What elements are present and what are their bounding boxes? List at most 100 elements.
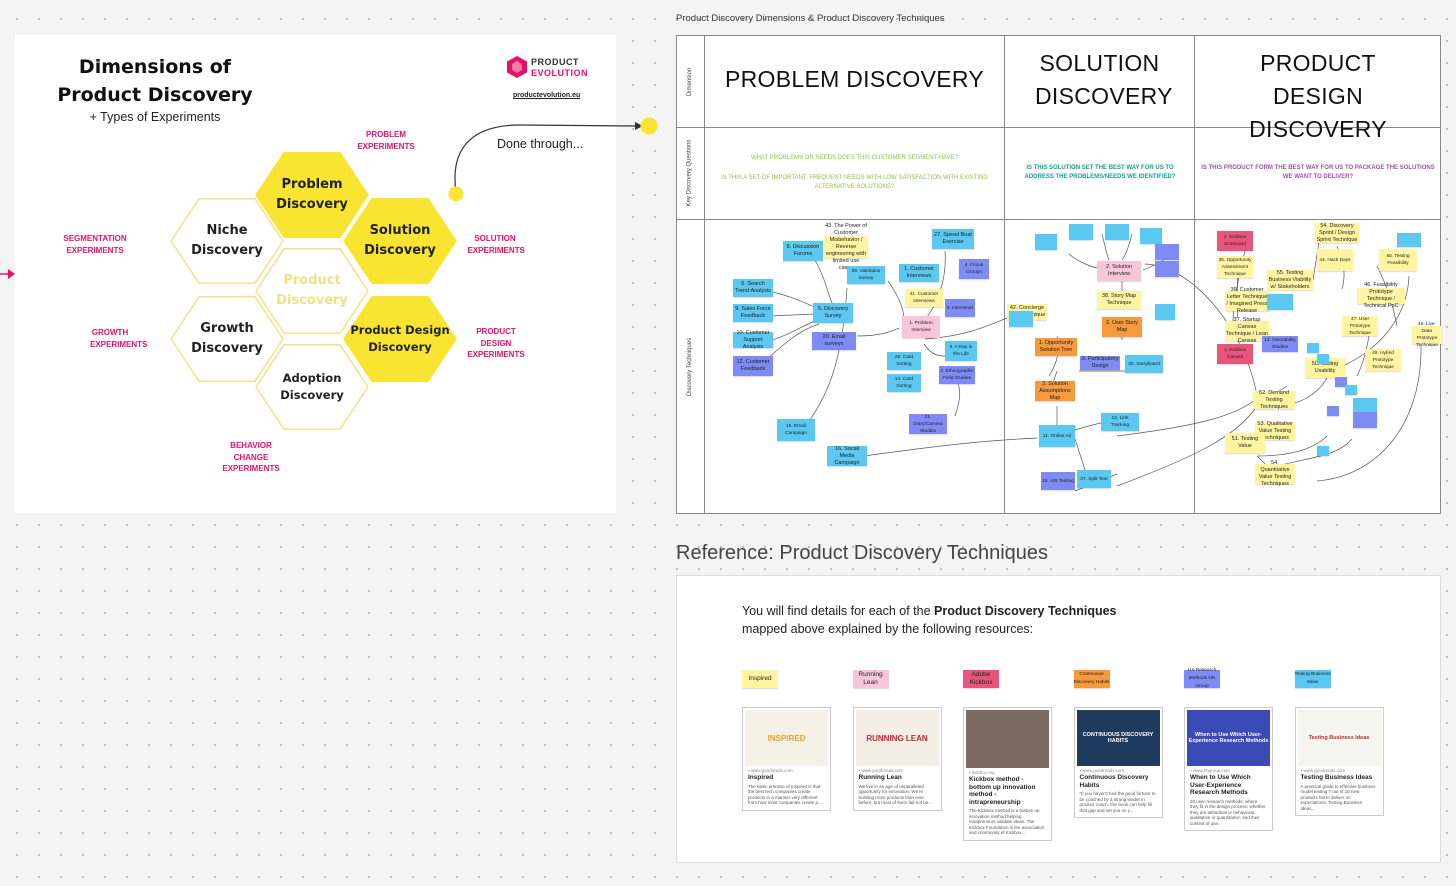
technique-sticky[interactable]: 41. Customer Interviews	[905, 289, 943, 307]
blank-sticky[interactable]	[1155, 244, 1179, 260]
technique-sticky[interactable]: 27. Speed Boat Exercise	[932, 229, 974, 249]
blank-sticky[interactable]	[1307, 343, 1319, 353]
technique-sticky[interactable]: 1. Problem Interview	[902, 316, 940, 338]
technique-sticky[interactable]: 6. Search Trend Analysis	[733, 279, 773, 297]
resource-tag-running-lean[interactable]: Running Lean	[852, 670, 889, 688]
resource-description: 20 user-research methods: where they fit…	[1190, 798, 1266, 826]
blank-sticky[interactable]	[1035, 234, 1057, 250]
technique-sticky[interactable]: 4. A Day in the Life	[945, 341, 977, 361]
blank-sticky[interactable]	[1069, 224, 1093, 240]
hexagon-growth-discovery[interactable]	[170, 296, 284, 382]
technique-sticky[interactable]: 8. Discussion Forums	[783, 241, 823, 261]
technique-sticky[interactable]: 54. Quantitative Value Testing Technique…	[1255, 460, 1295, 487]
blank-sticky[interactable]	[1155, 261, 1179, 277]
resource-link-ux-research-methods[interactable]: When to Use Which User-Experience Resear…	[1184, 707, 1273, 831]
technique-sticky[interactable]: 15. Email Campaign	[777, 419, 815, 441]
technique-sticky[interactable]: 20. Email surveys	[812, 332, 856, 350]
label-segmentation-experiments: SEGMENTATION EXPERIMENTS	[63, 234, 127, 255]
technique-sticky[interactable]: 53. Qualitative Value Testing Techniques	[1255, 421, 1295, 441]
reference-card[interactable]: You will find details for each of the Pr…	[676, 575, 1441, 863]
technique-sticky[interactable]: 13. Desirability Studies	[1262, 336, 1298, 352]
technique-sticky[interactable]: 51. Testing Value	[1225, 433, 1265, 453]
technique-sticky[interactable]: 2. Solution Interview	[1097, 261, 1141, 281]
technique-sticky[interactable]: 38. Story Map Technique	[1097, 291, 1141, 309]
technique-sticky[interactable]: 37. Split Test	[1077, 470, 1111, 488]
technique-sticky[interactable]: 1. Customer Interviews	[899, 264, 939, 282]
logo-url-link[interactable]: productevolution.eu	[513, 92, 581, 99]
technique-sticky[interactable]: 52. Demand Testing Techniques	[1253, 390, 1295, 410]
resource-tag-testing-business-ideas[interactable]: Testing Business Ideas	[1294, 670, 1331, 688]
technique-sticky[interactable]: 4. Focus Groups	[959, 259, 989, 279]
technique-sticky[interactable]: 20. Storyboard	[1125, 355, 1163, 373]
resource-tag-inspired[interactable]: Inspired	[742, 670, 778, 688]
blank-sticky[interactable]	[1009, 311, 1033, 327]
blank-sticky[interactable]	[1345, 385, 1357, 395]
technique-sticky[interactable]: 9. Sales Force Feedback	[733, 304, 773, 322]
blank-sticky[interactable]	[1155, 304, 1175, 320]
blank-sticky[interactable]	[1267, 294, 1293, 310]
technique-sticky[interactable]: 12. Link Tracking	[1101, 413, 1139, 431]
blank-sticky[interactable]	[1317, 354, 1329, 364]
technique-sticky[interactable]: 50. Testing Usability	[1305, 358, 1345, 378]
hexagon-problem-discovery[interactable]	[255, 152, 369, 238]
technique-sticky[interactable]: 3. Interviews	[945, 299, 975, 317]
technique-sticky[interactable]: 5. Discovery Survey	[813, 303, 853, 323]
technique-sticky[interactable]: 46. Feasibility Prototype Technique / Te…	[1357, 282, 1405, 309]
resource-link-continuous-discovery-habits[interactable]: CONTINUOUS DISCOVERY HABITS▪ www.goodrea…	[1073, 707, 1163, 818]
technique-sticky[interactable]: 3. Participatory Design	[1080, 356, 1120, 370]
hexagon-product-discovery[interactable]	[255, 248, 369, 334]
hexagon-adoption-discovery[interactable]	[255, 344, 369, 430]
technique-sticky[interactable]: 2. Ethnographic Field Studies	[939, 366, 975, 384]
technique-sticky[interactable]: 44. Hack Days	[1317, 249, 1353, 271]
technique-sticky[interactable]: 43. The Power of Customer Misbehavior / …	[824, 222, 868, 271]
technique-sticky[interactable]: 48. Live-Data Prototype Technique	[1412, 322, 1442, 348]
technique-sticky[interactable]: 36. Customer Letter Technique / Imagined…	[1225, 287, 1269, 314]
technique-sticky[interactable]: 2. Kickbox Scorecard	[1217, 231, 1253, 251]
technique-sticky[interactable]: 49. Hybrid Prototype Technique	[1365, 349, 1401, 371]
blank-sticky[interactable]	[1105, 224, 1129, 240]
technique-sticky[interactable]: 47. User Prototype Technique	[1342, 316, 1378, 336]
technique-sticky[interactable]: 21. Diary/Camera Studies	[909, 414, 947, 434]
technique-sticky[interactable]: 11. Online Ad	[1039, 425, 1075, 447]
technique-sticky[interactable]: 10. Customer Support Analysis	[733, 330, 773, 350]
resource-tag-continuous-discovery-habits[interactable]: Continuous Discovery Habits	[1073, 670, 1110, 688]
technique-sticky[interactable]: 2. User Story Map	[1102, 317, 1142, 337]
blank-sticky[interactable]	[1317, 446, 1329, 456]
technique-sticky[interactable]: 37. Startup Canvas Technique / Lean Canv…	[1225, 317, 1269, 344]
technique-sticky[interactable]: 1. Opportunity Solution Tree	[1035, 338, 1077, 356]
technique-sticky[interactable]: 3. Solution Assumptions Map	[1035, 381, 1075, 401]
resource-description: The Kickbox method is a bottom up innova…	[969, 808, 1045, 835]
technique-sticky[interactable]: 12. Customer Feedback	[733, 356, 773, 376]
resource-title: Kickbox method - bottom up innovation me…	[969, 776, 1036, 806]
technique-sticky[interactable]: 16. Social Media Campaign	[827, 446, 867, 466]
hexagon-product-design-discovery[interactable]	[343, 296, 457, 382]
blank-sticky[interactable]	[1397, 233, 1421, 247]
technique-sticky[interactable]: 35. Opportunity Assessment Technique	[1217, 256, 1253, 278]
technique-sticky[interactable]: 14. Card Sorting	[887, 374, 921, 392]
technique-sticky[interactable]: 55. Testing Business Viability w/ Stakeh…	[1267, 269, 1313, 290]
technique-sticky[interactable]: 1. Kickbox Canvas	[1217, 344, 1253, 364]
blank-sticky[interactable]	[1353, 412, 1377, 428]
technique-sticky[interactable]: 16. A/B Testing	[1041, 472, 1075, 490]
resource-link-testing-business-ideas[interactable]: Testing Business Ideas▪ www.goodreads.co…	[1294, 707, 1384, 816]
technique-sticky[interactable]: 54. Discovery Sprint / Design Sprint Tec…	[1315, 222, 1359, 243]
resource-tag-adobe-kickbox[interactable]: Adobe Kickbox	[963, 670, 999, 688]
blank-sticky[interactable]	[1335, 377, 1347, 387]
technique-sticky[interactable]: 28. Card Sorting	[887, 352, 921, 370]
resource-thumbnail: INSPIRED	[745, 710, 828, 766]
resource-tag-ux-research-methods[interactable]: UX Research Methods NN Group	[1184, 668, 1220, 689]
blank-sticky[interactable]	[1327, 406, 1339, 416]
hexagon-niche-discovery[interactable]	[170, 198, 284, 284]
technique-sticky[interactable]: 55. Testing Feasibility	[1379, 249, 1417, 271]
blank-sticky[interactable]	[1353, 398, 1377, 412]
dimensions-card[interactable]: Dimensions of Product Discovery + Types …	[15, 35, 616, 513]
hexagon-solution-discovery[interactable]	[343, 198, 457, 284]
question-design: IS THIS PRODUCT FORM THE BEST WAY FOR US…	[1201, 165, 1435, 180]
technique-sticky[interactable]: 39. Validation Survey	[847, 266, 885, 284]
discovery-matrix[interactable]: Dimension Key Discovery Questions Discov…	[676, 35, 1442, 514]
row-label-techniques: Discovery Techniques	[687, 337, 694, 397]
blank-sticky[interactable]	[1140, 228, 1162, 244]
